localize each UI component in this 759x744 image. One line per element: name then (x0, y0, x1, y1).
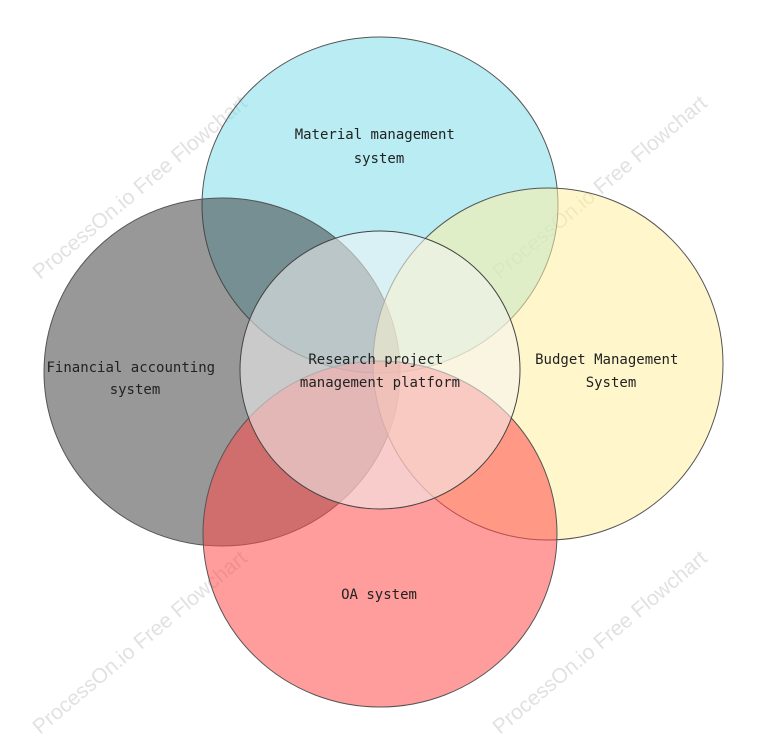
budget-management-label: Budget Management System (535, 352, 687, 391)
label-layer: Material management system Financial acc… (46, 127, 687, 603)
circle-research-platform[interactable] (239, 230, 521, 510)
financial-accounting-label: Financial accounting system (46, 360, 223, 398)
oa-system-label: OA system (341, 587, 417, 603)
research-platform-label: Research project management platform (300, 352, 460, 391)
circle-layer (43, 36, 724, 708)
material-management-label: Material management system (295, 127, 464, 167)
